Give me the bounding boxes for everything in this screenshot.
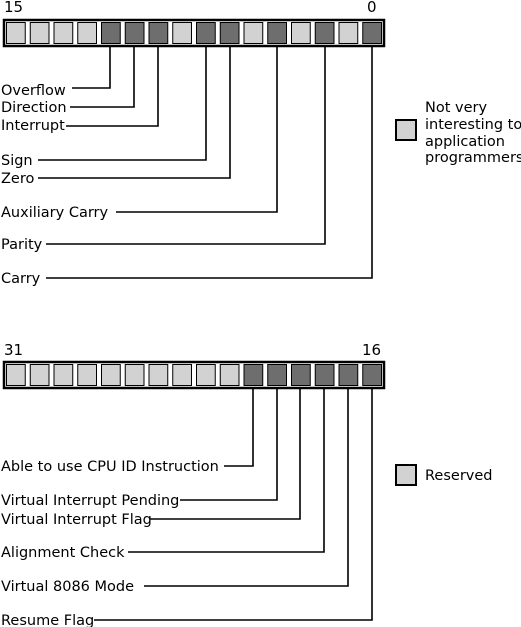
bit-cell-20 xyxy=(267,364,287,386)
leader-zero xyxy=(38,46,231,179)
leader-auxiliary-carry xyxy=(116,46,278,213)
leader-cpuid xyxy=(224,388,254,467)
bit-cell-26 xyxy=(124,364,145,386)
bit-cell-27 xyxy=(101,364,121,386)
bit-cell-17 xyxy=(338,364,359,386)
bit-cell-14 xyxy=(29,22,50,44)
legend-text-line-3: application xyxy=(425,134,505,150)
bit-cell-0 xyxy=(362,22,382,44)
legend-text-line-2: interesting to xyxy=(425,117,521,133)
leader-direction xyxy=(70,46,135,108)
flag-label-virtual-interrupt-flag: Virtual Interrupt Flag xyxy=(1,512,152,528)
flag-label-sign: Sign xyxy=(1,153,33,169)
bit-cell-8 xyxy=(172,22,192,44)
leader-parity xyxy=(46,46,326,245)
flag-label-resume-flag: Resume Flag xyxy=(1,613,94,627)
upper-register: 31 16 Able to use CPU ID Instruction Vir… xyxy=(1,341,493,627)
lower-leader-lines xyxy=(38,46,373,279)
upper-high-bit-number: 31 xyxy=(4,341,23,359)
bit-cell-10 xyxy=(124,22,145,44)
leader-virtual-interrupt-flag xyxy=(150,388,301,520)
leader-virtual-interrupt-pending xyxy=(180,388,278,501)
legend-swatch-reserved xyxy=(395,464,417,486)
bit-cell-5 xyxy=(243,22,264,44)
leader-overflow xyxy=(72,46,111,89)
legend-swatch-not-interesting xyxy=(395,119,417,141)
bit-cell-28 xyxy=(77,364,97,386)
bit-cell-25 xyxy=(148,364,169,386)
flag-label-virtual-interrupt-pending: Virtual Interrupt Pending xyxy=(1,493,179,509)
bit-cell-6 xyxy=(219,22,240,44)
bit-cell-1 xyxy=(338,22,359,44)
bit-cell-16 xyxy=(362,364,382,386)
bit-cell-13 xyxy=(53,22,74,44)
flag-label-direction: Direction xyxy=(1,100,67,116)
lower-high-bit-number: 15 xyxy=(4,0,23,16)
bit-cell-21 xyxy=(243,364,264,386)
bit-cell-31 xyxy=(6,364,26,386)
upper-low-bit-number: 16 xyxy=(362,341,381,359)
lower-register-cells xyxy=(6,22,382,44)
leader-sign xyxy=(38,46,207,161)
bit-cell-29 xyxy=(53,364,74,386)
bit-cell-12 xyxy=(77,22,97,44)
bit-cell-15 xyxy=(6,22,26,44)
flag-label-overflow: Overflow xyxy=(1,83,66,99)
flag-label-auxiliary-carry: Auxiliary Carry xyxy=(1,205,108,221)
bit-cell-7 xyxy=(196,22,216,44)
upper-leader-lines xyxy=(94,388,373,621)
bit-cell-18 xyxy=(314,364,335,386)
leader-virtual-8086-mode xyxy=(144,388,349,587)
flag-label-interrupt: Interrupt xyxy=(1,118,65,134)
bit-cell-4 xyxy=(267,22,287,44)
lower-low-bit-number: 0 xyxy=(367,0,377,16)
lower-register: 15 0 Overflow Direction Interrupt Sign Z… xyxy=(1,0,521,287)
leader-alignment-check xyxy=(128,388,325,553)
legend-text-reserved: Reserved xyxy=(425,468,493,484)
flag-label-cpuid: Able to use CPU ID Instruction xyxy=(1,459,219,475)
bit-cell-30 xyxy=(29,364,50,386)
leader-resume-flag xyxy=(94,388,373,621)
bit-cell-2 xyxy=(314,22,335,44)
upper-register-cells xyxy=(6,364,382,386)
bit-cell-19 xyxy=(291,364,311,386)
bit-cell-9 xyxy=(148,22,169,44)
leader-interrupt xyxy=(66,46,159,127)
bit-cell-3 xyxy=(291,22,311,44)
bit-cell-22 xyxy=(219,364,240,386)
leader-carry xyxy=(46,46,373,279)
flag-label-parity: Parity xyxy=(1,237,43,253)
lower-legend: Not very interesting to application prog… xyxy=(395,100,521,166)
flag-label-carry: Carry xyxy=(1,271,41,287)
flag-label-alignment-check: Alignment Check xyxy=(1,545,125,561)
flag-label-zero: Zero xyxy=(1,171,34,187)
bit-cell-23 xyxy=(196,364,216,386)
upper-legend: Reserved xyxy=(395,464,493,486)
lower-flag-labels: Overflow Direction Interrupt Sign Zero A… xyxy=(1,83,108,287)
legend-text-line-4: programmers xyxy=(425,150,521,166)
legend-text-line-1: Not very xyxy=(425,100,487,116)
bit-cell-11 xyxy=(101,22,121,44)
bit-cell-24 xyxy=(172,364,192,386)
upper-flag-labels: Able to use CPU ID Instruction Virtual I… xyxy=(1,459,219,627)
flag-label-virtual-8086-mode: Virtual 8086 Mode xyxy=(1,579,134,595)
